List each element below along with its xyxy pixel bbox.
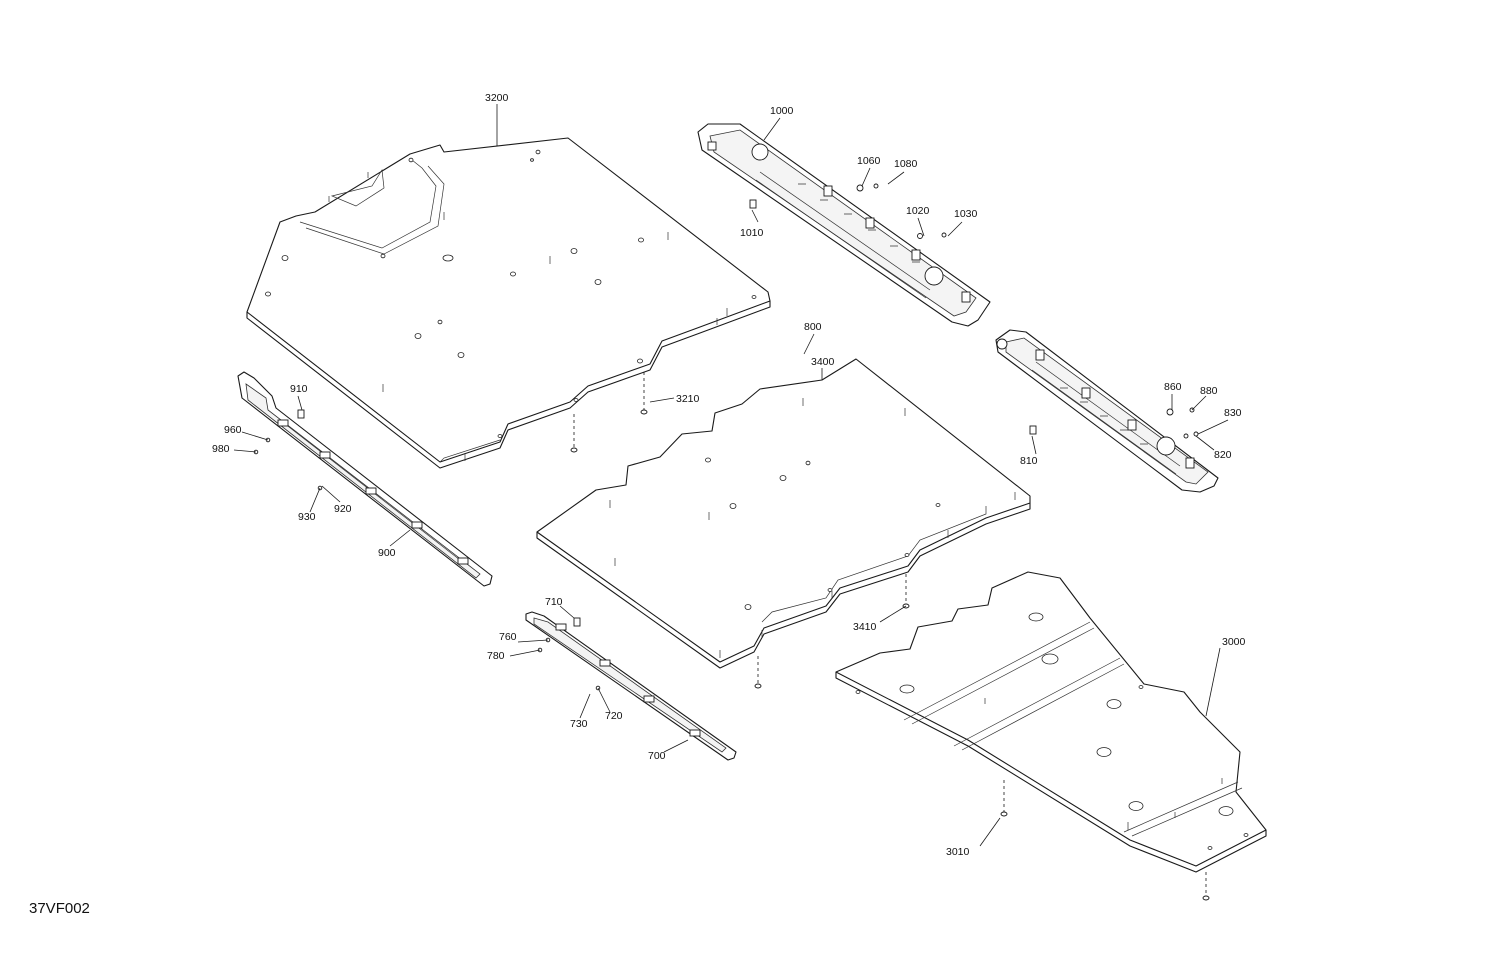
callout-720: 720 [605, 710, 623, 722]
callout-3210: 3210 [676, 393, 700, 405]
callout-710: 710 [545, 596, 563, 608]
leader-lines [233, 104, 1229, 847]
callout-1060: 1060 [857, 155, 881, 167]
callout-980: 980 [212, 443, 230, 455]
callout-910: 910 [290, 383, 308, 395]
callout-820: 820 [1214, 449, 1232, 461]
callout-860: 860 [1164, 381, 1182, 393]
panel-3000 [835, 571, 1267, 873]
callout-760: 760 [499, 631, 517, 643]
assembly-lines [570, 372, 1210, 901]
callout-700: 700 [648, 750, 666, 762]
callout-1030: 1030 [954, 208, 978, 220]
callout-880: 880 [1200, 385, 1218, 397]
callout-730: 730 [570, 718, 588, 730]
rail-800 [995, 329, 1219, 493]
callout-900: 900 [378, 547, 396, 559]
panel-3200 [246, 137, 771, 469]
callout-3200: 3200 [485, 92, 509, 104]
callout-1000: 1000 [770, 105, 794, 117]
panel-3400 [536, 358, 1031, 669]
callout-3000: 3000 [1222, 636, 1246, 648]
callout-960: 960 [224, 424, 242, 436]
rail-1000 [697, 123, 991, 327]
callout-810: 810 [1020, 455, 1038, 467]
callout-3400: 3400 [811, 356, 835, 368]
rail-700 [525, 611, 737, 761]
callout-920: 920 [334, 503, 352, 515]
callout-1010: 1010 [740, 227, 764, 239]
callouts: 3200 3210 3400 3410 3000 3010 1000 1010 … [212, 92, 1246, 858]
figure-code: 37VF002 [29, 900, 90, 917]
callout-3010: 3010 [946, 846, 970, 858]
rail-900 [237, 371, 493, 587]
callout-830: 830 [1224, 407, 1242, 419]
callout-780: 780 [487, 650, 505, 662]
callout-930: 930 [298, 511, 316, 523]
callout-1020: 1020 [906, 205, 930, 217]
callout-3410: 3410 [853, 621, 877, 633]
callout-800: 800 [804, 321, 822, 333]
callout-1080: 1080 [894, 158, 918, 170]
